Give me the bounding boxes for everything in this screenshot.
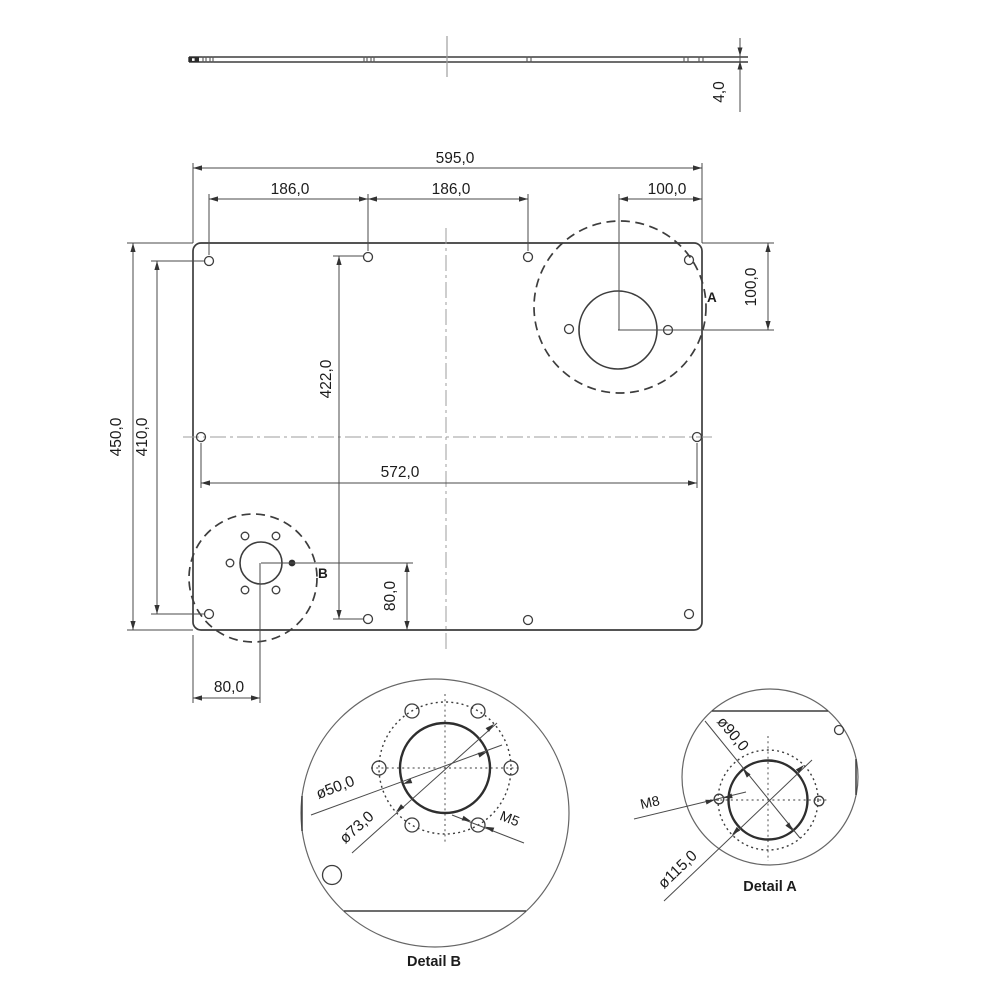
- detail-b-thread-label: M5: [498, 807, 522, 829]
- dim-hole-a-right-offset: 100,0: [618, 242, 774, 331]
- dim-label-410: 410,0: [134, 417, 151, 456]
- detail-a-title: Detail A: [743, 879, 797, 895]
- detail-a-bore-label: ø90,0: [713, 713, 752, 755]
- detail-b-bore-label: ø50,0: [314, 773, 357, 803]
- dim-label-thickness: 4,0: [711, 81, 728, 103]
- dim-label-a-right: 100,0: [743, 267, 760, 306]
- dim-label-a-top: 100,0: [648, 181, 687, 198]
- dim-label-572: 572,0: [381, 464, 420, 481]
- dim-col2-height: 422,0: [318, 255, 363, 620]
- dim-label-b-right: 80,0: [382, 581, 399, 612]
- dim-thickness: 4,0: [711, 38, 743, 112]
- detail-a-marker-label: A: [707, 290, 717, 305]
- detail-b-corner-hole: [321, 864, 343, 886]
- dim-plate-height: 450,0: [108, 242, 193, 631]
- dim-label-spacing-left: 186,0: [271, 181, 310, 198]
- dim-hole-rows-height: 410,0: [134, 260, 204, 615]
- dim-label-height: 450,0: [108, 417, 125, 456]
- detail-a-bolt-circle: [717, 749, 819, 851]
- detail-b-dim-bolt-circle: ø73,0: [337, 722, 498, 854]
- hole-group-a: A: [533, 220, 717, 394]
- dim-hole-b-bottom-offset: 80,0: [192, 563, 261, 703]
- dim-label-spacing-right: 186,0: [432, 181, 471, 198]
- detail-a-thread-callout: M8: [633, 791, 747, 820]
- hole-group-b: B: [188, 513, 328, 643]
- detail-b-bolt-circle: [378, 701, 512, 835]
- detail-a-boundary: [533, 220, 707, 394]
- dim-plate-width: 595,0: [192, 150, 703, 243]
- side-view: 4,0: [188, 36, 748, 112]
- detail-a-corner-hole: [833, 724, 845, 736]
- main-view: A B 595,0: [108, 150, 774, 703]
- detail-b-thread-holes: [371, 703, 519, 833]
- detail-b-bolt-circle-label: ø73,0: [337, 808, 378, 847]
- detail-a-circle: [681, 688, 859, 866]
- dim-hole-b-right-offset: 80,0: [261, 562, 413, 630]
- dim-hole-a-top-offset: 100,0: [618, 181, 702, 330]
- detail-a-view: ø90,0 ø115,0 M8 Detail A: [633, 688, 859, 902]
- dim-mid-holes: 572,0: [200, 443, 698, 488]
- dim-label-b-bottom: 80,0: [214, 679, 245, 696]
- detail-a-bolt-circle-label: ø115,0: [655, 847, 701, 892]
- detail-b-thread-callout: M5: [451, 807, 525, 844]
- dim-label-width: 595,0: [436, 150, 475, 167]
- detail-b-boundary: [188, 513, 318, 643]
- detail-b-marker-label: B: [318, 566, 328, 581]
- detail-b-bore: [398, 721, 492, 815]
- detail-b-view: ø50,0 ø73,0 M5 Detail B: [300, 678, 570, 970]
- dim-label-422: 422,0: [318, 359, 335, 398]
- side-view-hole-ticks: [202, 56, 704, 63]
- detail-a-thread-label: M8: [639, 792, 662, 812]
- detail-a-dim-bore: ø90,0: [704, 713, 801, 839]
- detail-a-thread-holes: [713, 793, 825, 807]
- detail-b-circle: [300, 678, 570, 948]
- detail-a-bore: [727, 759, 809, 841]
- dim-hole-spacing: 186,0 186,0: [208, 181, 529, 255]
- mounting-holes: [195, 251, 703, 626]
- detail-b-title: Detail B: [407, 954, 461, 970]
